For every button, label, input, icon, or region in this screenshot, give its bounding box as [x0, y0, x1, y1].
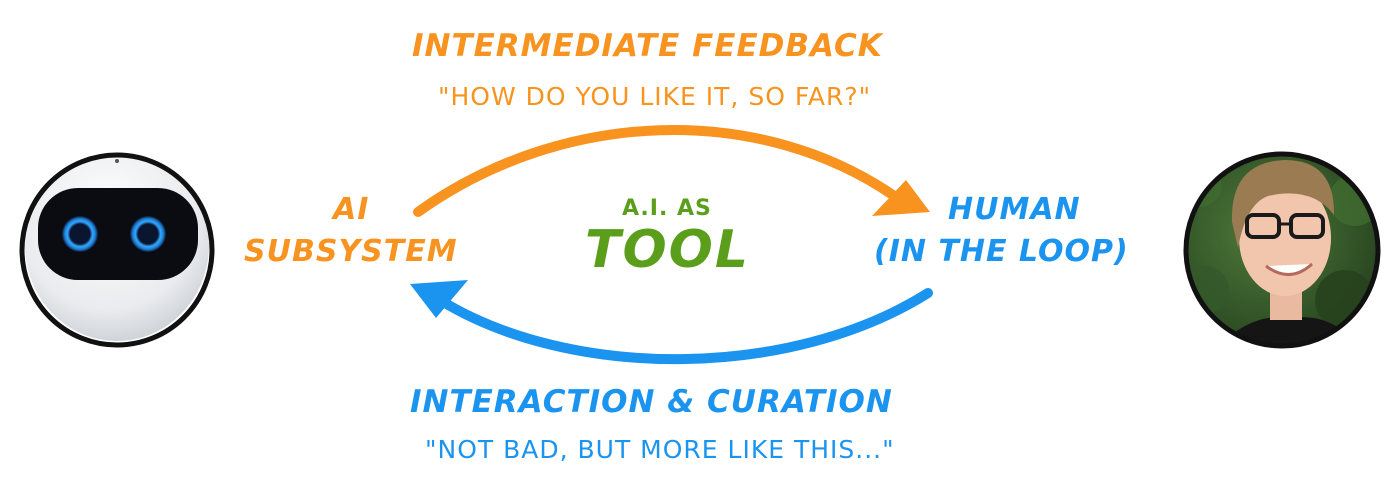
- feedback-quote: "HOW DO YOU LIKE IT, SO FAR?": [438, 82, 872, 111]
- curation-arrow: [410, 280, 933, 365]
- feedback-title: INTERMEDIATE FEEDBACK: [412, 28, 883, 64]
- robot-left-eye-icon: [62, 216, 98, 252]
- human-avatar: [1183, 151, 1381, 349]
- center-title: TOOL: [585, 220, 751, 280]
- robot-right-eye-icon: [130, 216, 166, 252]
- robot-avatar: [19, 152, 215, 348]
- feedback-arrowhead-icon: [872, 180, 930, 216]
- human-node-label-line1: HUMAN: [948, 192, 1081, 227]
- center-caption: A.I. AS: [622, 196, 712, 221]
- ai-node-label-line2: SUBSYSTEM: [244, 234, 458, 269]
- ai-node-label-line1: AI: [333, 192, 370, 227]
- curation-arrowhead-icon: [410, 280, 468, 318]
- curation-title: INTERACTION & CURATION: [410, 384, 893, 420]
- curation-quote: "NOT BAD, BUT MORE LIKE THIS...": [425, 435, 895, 464]
- feedback-arrow: [413, 125, 930, 217]
- human-node-label-line2: (IN THE LOOP): [874, 234, 1129, 269]
